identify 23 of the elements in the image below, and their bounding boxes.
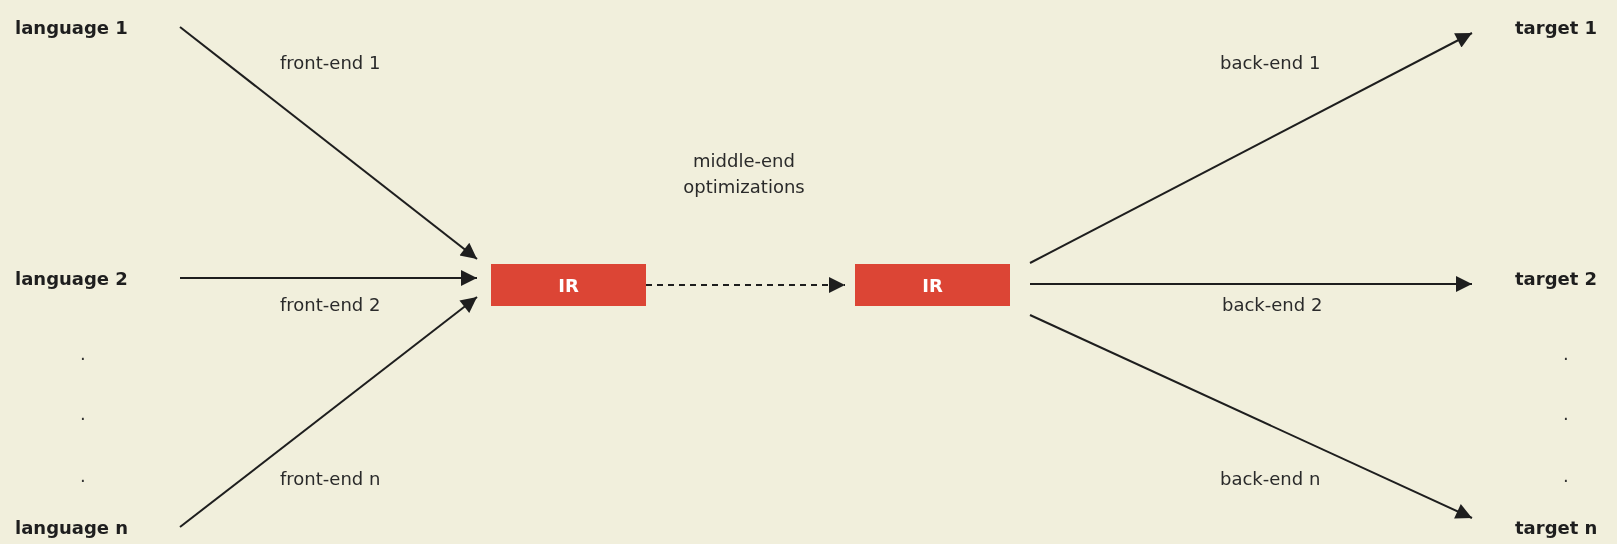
node-label: target n: [1515, 516, 1598, 538]
ellipsis-dot: .: [80, 405, 86, 423]
ellipsis-dot: .: [80, 345, 86, 363]
arrow: [1029, 32, 1473, 264]
node-label: language 1: [15, 16, 128, 38]
ir-box: [855, 264, 1010, 306]
ellipsis-dot: .: [1563, 405, 1569, 423]
ellipsis-dot: .: [1563, 467, 1569, 485]
ellipsis-dot: .: [80, 467, 86, 485]
arrow: [179, 296, 478, 528]
ir-box: [491, 264, 646, 306]
node-label: target 2: [1515, 267, 1598, 289]
node-label: target 1: [1515, 16, 1598, 38]
arrow: [179, 270, 478, 286]
arrow: [645, 277, 846, 293]
node-label: language n: [15, 516, 129, 538]
arrow: [1029, 314, 1473, 519]
arrow: [179, 26, 478, 260]
ellipsis-dot: .: [1563, 345, 1569, 363]
box-label: IR: [558, 274, 579, 296]
arrow: [1029, 276, 1473, 292]
box-label: IR: [922, 274, 943, 296]
node-label: language 2: [15, 267, 128, 289]
